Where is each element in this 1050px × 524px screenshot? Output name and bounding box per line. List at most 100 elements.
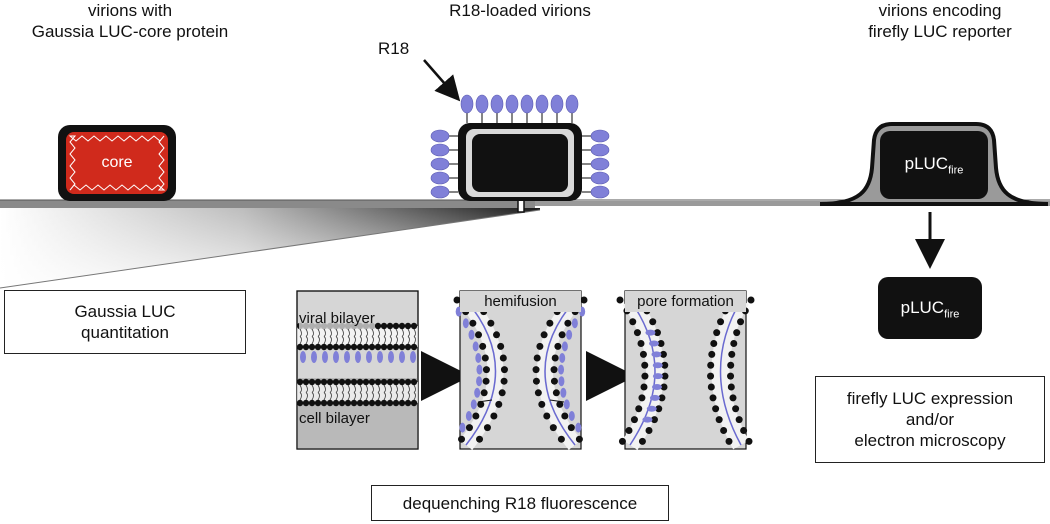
lipid-head [465,424,473,432]
lipid-head [495,400,503,408]
r18-lipid-head [535,94,549,114]
r18-probe [322,351,328,363]
lipid-head [380,343,388,351]
lipid-head [296,343,304,351]
lipid-head [302,343,310,351]
lipid-tail [335,384,338,401]
pore-membrane-line [719,299,742,446]
lipid-head [659,350,667,358]
lipid-head [567,424,575,432]
lipid-head [551,354,559,362]
lipid-tail [413,384,416,401]
plasmid-name: pLUC [904,154,949,173]
r18-probe [476,376,483,387]
lipid-tail [401,384,404,401]
lipid-head [737,318,745,326]
lipid-head [645,427,653,434]
lipid-head [747,296,755,304]
lipid-tail [353,384,356,401]
lipid-head [729,394,737,402]
r18-lipid-head [550,94,564,114]
lipid-head [556,400,564,408]
lipid-head [554,342,562,350]
lipid-tail [347,384,350,401]
distance-marker [549,399,565,403]
gaussia-readout-line1: Gaussia LUC [74,302,176,321]
lipid-head [350,343,358,351]
r18-probe [558,364,565,375]
lipid-head [727,383,735,391]
lipid-tail [305,384,308,401]
lipid-head [374,322,382,330]
r18-probe [311,351,317,363]
r18-virion-title: R18-loaded virions [449,1,591,20]
lipid-head [308,399,316,407]
lipid-tail [407,328,410,345]
r18-probe [651,351,662,358]
lipid-head [660,383,668,391]
r18-probe [649,394,660,401]
gaussia-virion-title: virions with Gaussia LUC-core protein [0,0,260,42]
firefly-readout-line2: and/or [905,410,955,429]
lipid-head [546,319,554,327]
lipid-head [380,399,388,407]
lipid-head [398,343,406,351]
gaussia-virion [58,125,176,201]
r18-probe [475,353,482,363]
lipid-head [410,343,418,351]
lipid-tail [317,328,320,345]
lipid-head [558,331,566,339]
lipid-head [410,322,418,330]
lipid-head [332,399,340,407]
r18-probe [561,341,568,352]
lipid-head [362,399,370,407]
lipid-head [404,343,412,351]
gaussia-title-line1: virions with [87,1,173,20]
plasmid-name-2: pLUC [900,298,945,317]
lipid-head [356,343,364,351]
lipid-head [732,405,740,413]
lipid-head [326,343,334,351]
lipid-tail [341,328,344,345]
lipid-head [715,416,723,424]
lipid-head [730,340,738,347]
lipid-tail [299,328,302,345]
lipid-head [616,296,624,304]
r18-lipid-head [520,94,534,114]
lipid-head [362,378,370,386]
lipid-head [469,319,477,327]
r18-probe [465,411,472,421]
lipid-head [374,378,382,386]
lipid-head [633,329,641,337]
lipid-head [727,361,735,369]
lipid-tail [359,328,362,345]
lipid-tail [401,328,404,345]
r18-probe [344,351,350,363]
firefly-title-line1: virions encoding [878,1,1002,20]
lipid-head [404,322,412,330]
lipid-head [410,378,418,386]
r18-probe [459,422,466,433]
lipid-head [745,437,753,445]
lipid-head [314,378,322,386]
r18-probe [558,376,565,387]
lipid-tail [359,384,362,401]
lipid-head [458,435,466,443]
lipid-tail [371,384,374,401]
firefly-virion [819,122,1049,206]
lipid-head [326,378,334,386]
r18-lipid-head [505,94,519,114]
lipid-head [493,331,501,339]
plasmid-subscript: fire [948,164,964,177]
r18-probe [399,351,405,363]
lipid-head [476,435,484,443]
lipid-head [344,378,352,386]
r18-probe [560,387,567,398]
lipid-tail [377,384,380,401]
r18-lipid-head [590,185,610,199]
lipid-head [710,340,718,347]
lipid-head [625,427,633,434]
lipid-tail [377,328,380,345]
cell-bilayer-label: cell bilayer [299,408,370,429]
distance-marker [477,399,493,403]
